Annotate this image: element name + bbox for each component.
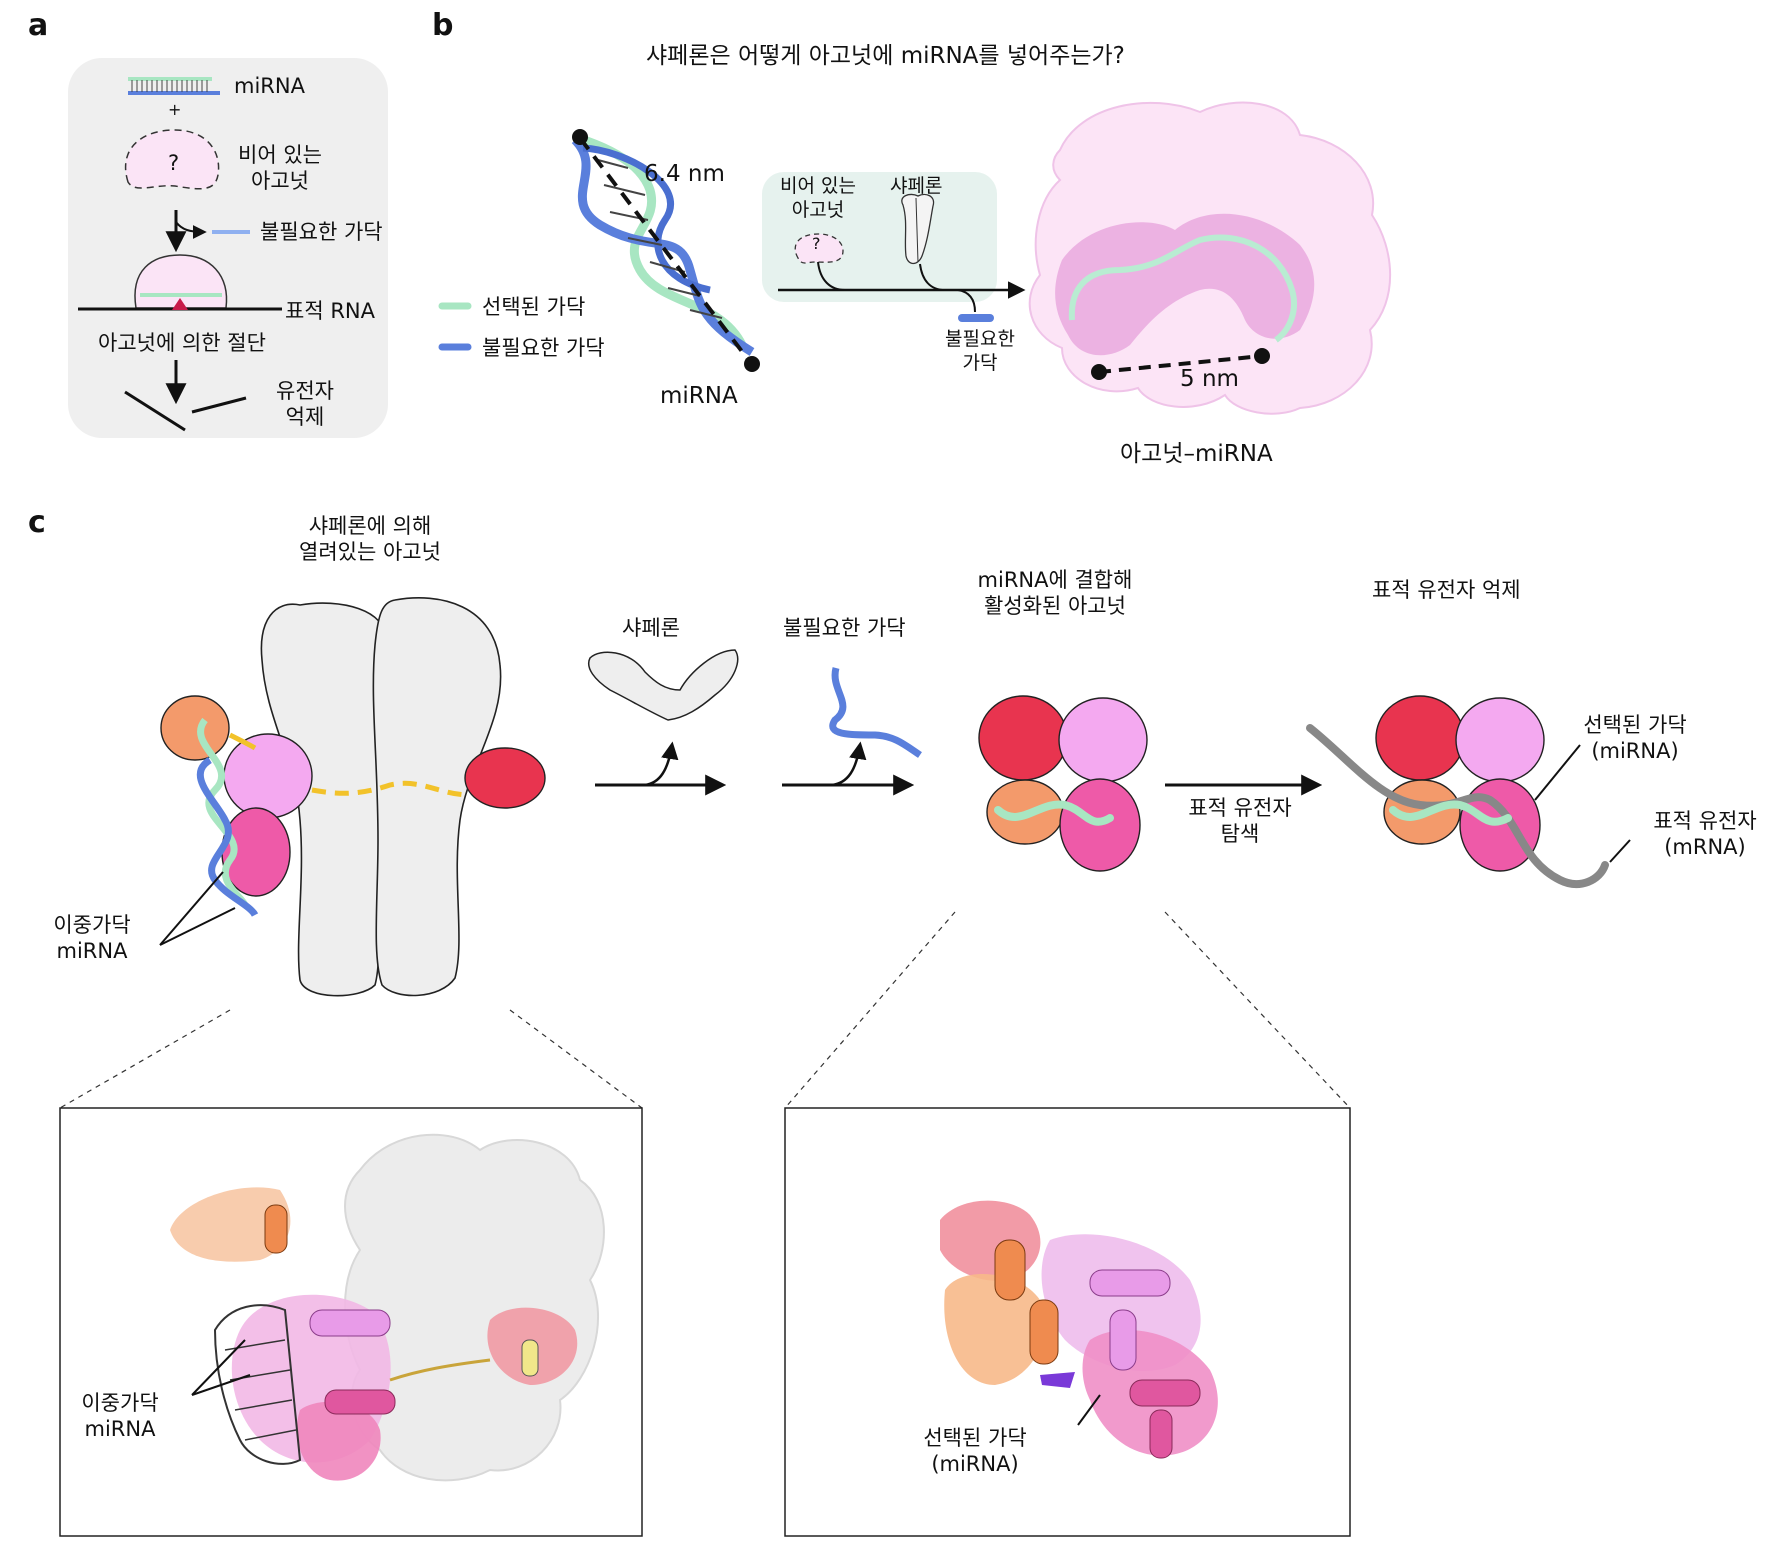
target-pointer bbox=[1609, 839, 1631, 863]
mirna-end-dot-bottom bbox=[744, 356, 760, 372]
chaperone-process-box bbox=[762, 172, 997, 302]
panel-b bbox=[438, 101, 1392, 415]
empty-argonaute-icon bbox=[124, 129, 220, 190]
panel-letter-b: b bbox=[432, 8, 454, 43]
guide-pointer bbox=[1534, 744, 1581, 801]
duplex-pointer-1 bbox=[159, 871, 224, 946]
b-title: 샤페론은 어떻게 아고넛에 miRNA를 넣어주는가? bbox=[646, 43, 1125, 69]
argonaute-mirna-complex bbox=[1028, 101, 1392, 415]
a-target-rna-label: 표적 RNA bbox=[285, 299, 375, 323]
zoom-line-right-1 bbox=[784, 911, 956, 1109]
c-chaperone-label: 샤페론 bbox=[622, 616, 680, 640]
panel-a bbox=[68, 58, 388, 438]
complex-end-dot-right bbox=[1254, 348, 1270, 364]
release-arrow bbox=[957, 289, 976, 313]
mirna-distance-line bbox=[578, 136, 752, 364]
cleaved-rna-right bbox=[191, 396, 247, 414]
branch-arrow bbox=[175, 221, 207, 239]
mirna-duplex-icon bbox=[128, 77, 220, 95]
b-complex-label: 아고넛–miRNA bbox=[1120, 441, 1273, 467]
complex-end-dot-left bbox=[1091, 364, 1107, 380]
duplex-pointer-2 bbox=[159, 907, 236, 946]
c-unneeded-strand-label: 불필요한 가닥 bbox=[783, 616, 906, 640]
c-repression-label: 표적 유전자 억제 bbox=[1372, 578, 1521, 602]
a-plus: + bbox=[168, 100, 182, 119]
zoom-line-left-1 bbox=[59, 1009, 231, 1109]
b-legend-passenger: 불필요한 가닥 bbox=[482, 336, 605, 360]
inset-guide-pointer bbox=[1077, 1394, 1101, 1426]
chaperone-icon-b bbox=[901, 193, 935, 265]
b-complex-distance: 5 nm bbox=[1180, 366, 1239, 392]
cleaved-rna-left bbox=[124, 390, 186, 432]
complex-distance-line bbox=[1098, 354, 1263, 374]
released-chaperone-icon bbox=[588, 649, 739, 721]
inset-duplex-pointer-1 bbox=[191, 1339, 246, 1396]
inset-left-structure bbox=[170, 1133, 605, 1482]
panel-c bbox=[59, 597, 1631, 1537]
c-target-gene-label: 표적 유전자(mRNA) bbox=[1653, 809, 1757, 860]
panel-letter-c: c bbox=[28, 505, 46, 540]
inset-duplex-pointer-2 bbox=[191, 1374, 251, 1396]
b-mirna-distance: 6.4 nm bbox=[644, 161, 725, 187]
b-legend-guide: 선택된 가닥 bbox=[482, 295, 586, 319]
a-cleavage-label: 아고넛에 의한 절단 bbox=[98, 331, 266, 355]
released-passenger-icon bbox=[829, 667, 922, 758]
repression-complex bbox=[1306, 695, 1609, 888]
a-question-mark: ? bbox=[168, 151, 180, 175]
cleavage-site-icon bbox=[172, 298, 188, 310]
chaperone-open-argonaute bbox=[160, 597, 546, 997]
a-mirna-label: miRNA bbox=[234, 74, 305, 98]
inset-right-structure bbox=[940, 1200, 1218, 1459]
activated-argonaute bbox=[978, 695, 1148, 872]
empty-argonaute-icon-b bbox=[794, 233, 844, 264]
mirna-end-dot-top bbox=[572, 129, 588, 145]
zoom-line-right-2 bbox=[1164, 911, 1351, 1109]
b-question-mark: ? bbox=[812, 234, 821, 253]
mirna-helix bbox=[571, 133, 755, 356]
a-unneeded-strand-label: 불필요한 가닥 bbox=[260, 220, 383, 244]
b-mirna-label: miRNA bbox=[660, 383, 738, 409]
b-chaperone-label: 샤페론 bbox=[890, 175, 943, 197]
zoom-line-left-2 bbox=[509, 1009, 643, 1109]
panel-letter-a: a bbox=[28, 8, 49, 43]
c-inset-right-label: 선택된 가닥(miRNA) bbox=[923, 1426, 1027, 1477]
c-guide-strand-label: 선택된 가닥(miRNA) bbox=[1583, 713, 1687, 764]
